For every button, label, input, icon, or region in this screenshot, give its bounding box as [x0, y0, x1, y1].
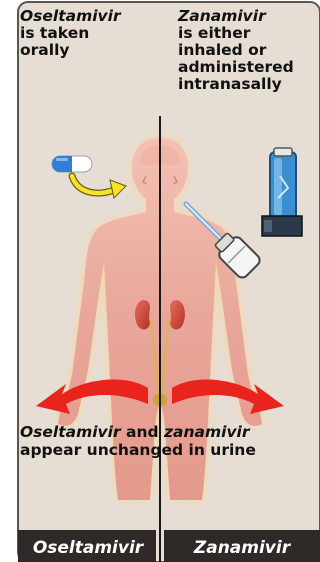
drug-name: Oseltamivir	[20, 8, 160, 25]
drug-name: Zanamivir	[178, 8, 318, 25]
caption-drug-1: Oseltamivir	[20, 423, 121, 441]
excretion-caption: Oseltamivir and zanamivir appear unchang…	[20, 423, 320, 459]
route-line: intranasally	[178, 76, 318, 93]
capsule-pill-icon	[52, 156, 92, 172]
route-line: is taken	[20, 25, 160, 42]
footer-label-zanamivir: Zanamivir	[164, 534, 320, 562]
footer-label-oseltamivir: Oseltamivir	[18, 534, 158, 562]
route-line: inhaled or	[178, 42, 318, 59]
caption-drug-2: zanamivir	[164, 423, 250, 441]
zanamivir-route-label: Zanamivir is either inhaled or administe…	[178, 8, 318, 93]
route-line: is either	[178, 25, 318, 42]
route-line: orally	[20, 42, 160, 59]
route-line: administered	[178, 59, 318, 76]
caption-and: and	[121, 423, 164, 441]
caption-line-2: appear unchanged in urine	[20, 441, 320, 459]
oseltamivir-route-label: Oseltamivir is taken orally	[20, 8, 160, 59]
